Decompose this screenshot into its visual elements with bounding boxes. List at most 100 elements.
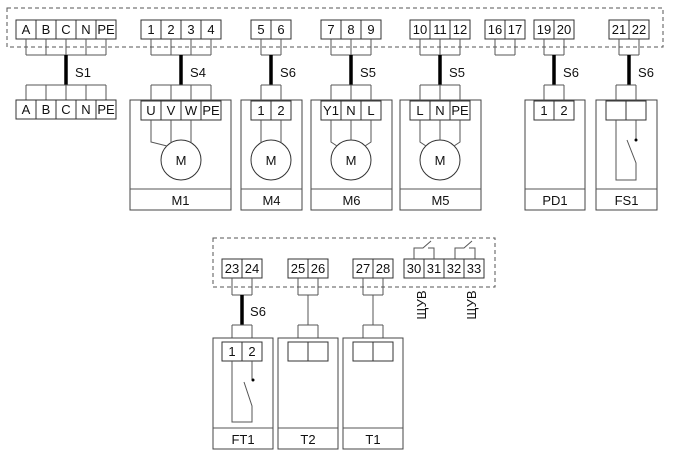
cable-label: S5	[449, 65, 465, 80]
device-terminal-label: N	[346, 103, 355, 118]
contact-switch-icon	[454, 240, 473, 259]
bottom-terminal-label: 33	[467, 261, 481, 276]
lower-terminal-label: C	[61, 102, 70, 117]
motor-label: M	[435, 153, 446, 168]
cable-label: S4	[190, 65, 206, 80]
device-terminal-cell	[625, 100, 647, 121]
cable-label: S6	[563, 65, 579, 80]
top-terminal-label: 4	[207, 22, 214, 37]
top-terminal-label: 8	[347, 22, 354, 37]
top-terminal-label: 7	[327, 22, 334, 37]
cable-label: S5	[360, 65, 376, 80]
top-terminal-label: 16	[488, 22, 502, 37]
device-label: M4	[262, 193, 280, 208]
device-label: FT1	[231, 432, 254, 447]
top-terminal-label: A	[22, 22, 31, 37]
top-terminal-label: 2	[167, 22, 174, 37]
device-label: T2	[300, 432, 315, 447]
top-terminal-label: 1	[147, 22, 154, 37]
shuv-label: ЩУВ	[464, 290, 479, 319]
top-terminal-label: 19	[537, 22, 551, 37]
top-terminal-label: 11	[433, 22, 447, 37]
switch-contact-dot	[251, 378, 255, 382]
device-terminal-label: 1	[228, 344, 235, 359]
switch-icon	[615, 120, 637, 181]
lower-terminal-label: PE	[97, 102, 115, 117]
cable-label: S1	[75, 65, 91, 80]
motor-wire	[330, 120, 338, 147]
bottom-terminal-label: 25	[291, 261, 305, 276]
top-terminal-label: N	[81, 22, 90, 37]
device-terminal-label: 2	[277, 103, 284, 118]
device-terminal-label: PE	[202, 103, 220, 118]
device-terminal-cell	[200, 100, 222, 121]
device-label: T1	[365, 432, 380, 447]
top-terminal-label: 17	[508, 22, 522, 37]
shuv-label: ЩУВ	[414, 290, 429, 319]
top-terminal-label: 22	[632, 22, 646, 37]
motor-label: M	[266, 153, 277, 168]
bottom-terminal-enclosure	[212, 237, 496, 288]
top-terminal-label: 5	[257, 22, 264, 37]
motor-icon	[250, 139, 292, 181]
device-terminal-label: PE	[451, 103, 469, 118]
device-terminal-label: 2	[560, 103, 567, 118]
device-terminal-label: 1	[257, 103, 264, 118]
contact-wire	[428, 247, 435, 259]
motor-wire	[453, 120, 461, 147]
device-label: PD1	[542, 193, 567, 208]
bottom-terminal-label: 24	[245, 261, 259, 276]
device-terminal-cell	[605, 100, 627, 121]
top-terminal-label: B	[42, 22, 51, 37]
device-terminal-label: 1	[540, 103, 547, 118]
device-terminal-cell	[372, 341, 394, 362]
top-terminal-label: 3	[187, 22, 194, 37]
motor-wire	[150, 120, 168, 147]
device-terminal-cell	[553, 100, 575, 121]
cable-label: S6	[638, 65, 654, 80]
top-terminal-enclosure	[6, 7, 664, 48]
bottom-terminal-label: 30	[407, 261, 421, 276]
contact-wire	[469, 247, 476, 259]
top-terminal-label: 12	[453, 22, 467, 37]
top-terminal-label: PE	[97, 22, 115, 37]
cable-label: S6	[280, 65, 296, 80]
top-terminal-label: 10	[413, 22, 427, 37]
bottom-terminal-label: 31	[427, 261, 441, 276]
top-terminal-label: 20	[557, 22, 571, 37]
lower-terminal-label: B	[42, 102, 51, 117]
bottom-terminal-label: 27	[356, 261, 370, 276]
device-terminal-cell	[307, 341, 329, 362]
bottom-terminal-label: 23	[225, 261, 239, 276]
bottom-terminal-label: 32	[447, 261, 461, 276]
device-terminal-label: U	[146, 103, 155, 118]
motor-wire	[364, 120, 372, 147]
device-terminal-cell	[352, 341, 374, 362]
device-label: M1	[171, 193, 189, 208]
top-terminal-label: 9	[367, 22, 374, 37]
device-terminal-label: W	[185, 103, 198, 118]
switch-icon	[231, 361, 253, 423]
motor-label: M	[176, 153, 187, 168]
cable-label: S6	[250, 304, 266, 319]
device-label: M6	[342, 193, 360, 208]
bottom-terminal-label: 26	[311, 261, 325, 276]
device-terminal-label: 2	[248, 344, 255, 359]
device-terminal-cell	[287, 341, 309, 362]
device-terminal-label: L	[367, 103, 374, 118]
motor-label: M	[346, 153, 357, 168]
device-terminal-label: L	[416, 103, 423, 118]
device-label: M5	[431, 193, 449, 208]
device-label: FS1	[615, 193, 639, 208]
bottom-terminal-cell	[463, 258, 485, 279]
bottom-terminal-label: 28	[376, 261, 390, 276]
contact-switch-icon	[413, 240, 432, 259]
motor-wire	[419, 120, 427, 147]
lower-terminal-label: A	[22, 102, 31, 117]
motor-icon	[160, 139, 202, 181]
device-terminal-label: N	[435, 103, 444, 118]
lower-terminal-cell	[95, 99, 117, 120]
device-terminal-label: Y1	[323, 103, 339, 118]
lower-terminal-label: N	[81, 102, 90, 117]
